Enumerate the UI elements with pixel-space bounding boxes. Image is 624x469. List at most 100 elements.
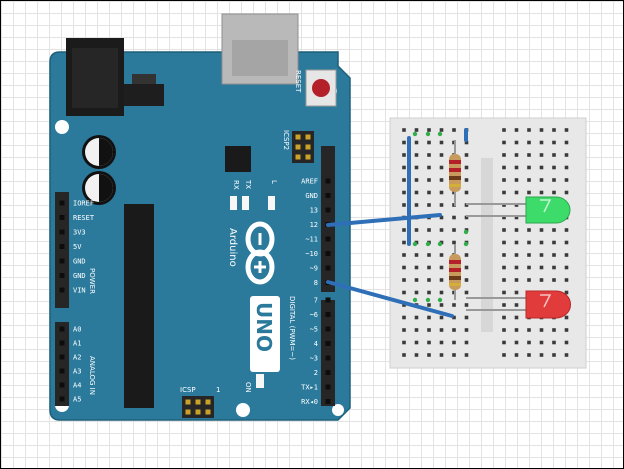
- digital-header-upper: [321, 146, 335, 292]
- pin-label: A4: [73, 382, 81, 390]
- reset-label: RESET: [294, 70, 302, 93]
- breadboard-hole: [452, 303, 456, 307]
- breadboard-hole: [464, 215, 469, 220]
- header-pin: [59, 326, 65, 332]
- connection-dot: [425, 131, 431, 137]
- breadboard-hole: [564, 340, 569, 345]
- breadboard-hole: [502, 128, 506, 132]
- breadboard-hole: [527, 240, 531, 245]
- digital-header-lower: [321, 300, 335, 406]
- breadboard-hole: [514, 178, 519, 182]
- icsp-header-body: [292, 131, 314, 163]
- breadboard-hole: [439, 228, 444, 232]
- header-pin: [325, 355, 331, 361]
- mounting-hole-icon: [332, 404, 344, 416]
- connection-dot: [412, 241, 418, 247]
- breadboard-hole: [464, 140, 469, 145]
- breadboard-hole: [564, 253, 569, 257]
- breadboard-hole: [464, 303, 469, 307]
- resistor-upper: [449, 140, 461, 206]
- header-pin: [325, 251, 331, 256]
- breadboard-hole: [427, 165, 431, 170]
- pin-label: GND: [305, 192, 318, 200]
- breadboard-hole: [464, 278, 469, 282]
- icsp-pin: [305, 134, 311, 140]
- pin-label: ~10: [305, 250, 318, 258]
- pin-label: ~11: [305, 236, 318, 244]
- breadboard-hole: [564, 315, 569, 320]
- icsp-pin: [195, 399, 201, 405]
- breadboard-hole: [539, 178, 544, 182]
- breadboard-hole: [514, 315, 519, 320]
- capacitor-icon: [82, 171, 116, 205]
- reset-button-icon[interactable]: [305, 69, 337, 107]
- breadboard-hole: [514, 140, 519, 145]
- header-pin: [59, 229, 65, 235]
- breadboard-hole: [402, 240, 406, 245]
- pin-label: A5: [73, 396, 81, 404]
- breadboard-hole: [464, 315, 469, 320]
- breadboard-hole: [427, 140, 431, 145]
- connection-dot: [425, 297, 431, 303]
- breadboard-hole: [539, 153, 544, 157]
- breadboard-hole: [414, 253, 419, 257]
- breadboard-hole: [439, 278, 444, 282]
- breadboard-hole: [439, 340, 444, 345]
- breadboard-hole: [552, 153, 556, 157]
- pin-label: AREF: [301, 178, 318, 186]
- icsp-pin: [185, 399, 191, 405]
- breadboard-hole: [527, 228, 531, 232]
- breadboard-hole: [452, 328, 456, 332]
- breadboard-hole: [502, 190, 506, 195]
- breadboard-hole: [427, 278, 431, 282]
- breadboard-hole: [464, 290, 469, 295]
- breadboard-hole: [439, 290, 444, 295]
- pin-label: A0: [73, 326, 81, 334]
- pin-label: 12: [310, 221, 318, 229]
- icsp-pin: [185, 409, 191, 415]
- breadboard-hole: [502, 153, 506, 157]
- breadboard-hole: [564, 290, 569, 295]
- pin-label: A2: [73, 354, 81, 362]
- breadboard-hole: [464, 340, 469, 345]
- breadboard-hole: [527, 253, 531, 257]
- breadboard-hole: [527, 153, 531, 157]
- analog-header: [55, 322, 69, 406]
- breadboard-hole: [527, 353, 531, 357]
- icsp2-header: [292, 131, 314, 163]
- breadboard-hole: [502, 228, 506, 232]
- brand-text: Arduino: [227, 228, 238, 267]
- breadboard-hole: [502, 278, 506, 282]
- breadboard-hole: [414, 190, 419, 195]
- header-pin: [59, 244, 65, 249]
- breadboard-hole: [539, 128, 544, 132]
- breadboard-hole: [552, 253, 556, 257]
- breadboard-hole: [502, 265, 506, 270]
- breadboard-hole: [552, 190, 556, 195]
- breadboard-hole: [564, 328, 569, 332]
- icsp-pin: [305, 144, 311, 150]
- pin-label: 8: [314, 279, 318, 287]
- breadboard-hole: [402, 228, 406, 232]
- breadboard-hole: [452, 240, 456, 245]
- breadboard-hole: [427, 178, 431, 182]
- breadboard-hole: [414, 278, 419, 282]
- breadboard-hole: [539, 140, 544, 145]
- breadboard-hole: [527, 328, 531, 332]
- breadboard: [389, 117, 587, 369]
- connection-dot: [437, 297, 443, 303]
- icsp-pin: [205, 399, 211, 405]
- breadboard-hole: [439, 178, 444, 182]
- breadboard-hole: [527, 190, 531, 195]
- header-pin: [59, 287, 65, 293]
- breadboard-hole: [514, 303, 519, 307]
- breadboard-hole: [564, 240, 569, 245]
- breadboard-hole: [402, 253, 406, 257]
- breadboard-hole: [464, 328, 469, 332]
- breadboard-hole: [552, 128, 556, 132]
- connection-dot: [437, 131, 443, 137]
- breadboard-hole: [564, 265, 569, 270]
- on-led: [256, 374, 264, 388]
- breadboard-hole: [427, 290, 431, 295]
